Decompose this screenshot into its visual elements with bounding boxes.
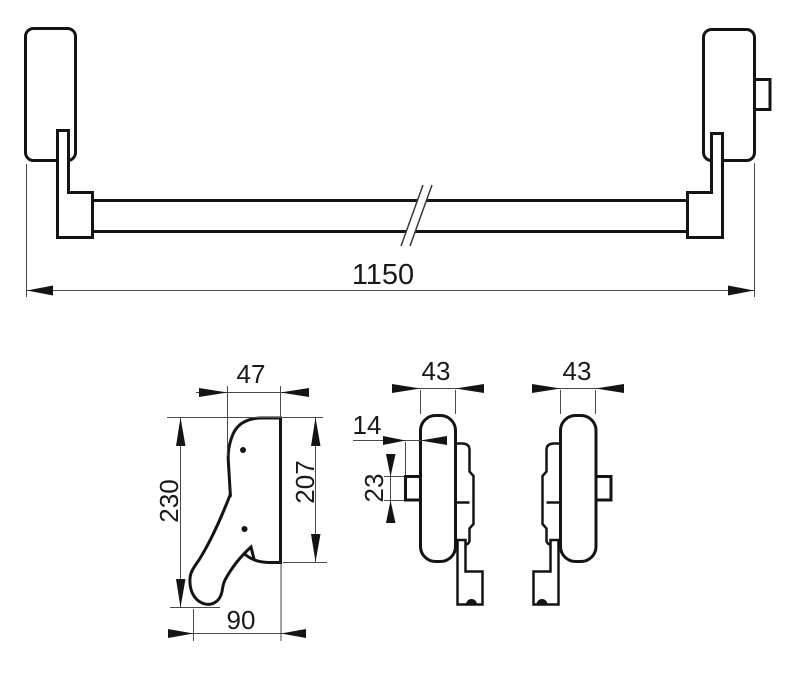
bar-break-mask [401,185,432,246]
arrowhead [532,384,561,393]
latch-bolt [752,78,772,111]
arrowhead [386,454,396,477]
arrowhead [386,500,396,523]
arrowhead [176,417,186,446]
arrowhead [383,436,406,445]
arrowhead [311,534,321,562]
right-end-cap [702,28,756,162]
bar-bracket-profile [532,538,560,606]
right-arm-bracket [686,132,724,239]
dimension-label-case-width: 43 [563,356,592,386]
dimension-label-lever-reach: 90 [227,605,256,635]
bar-bracket-profile [456,538,484,606]
arrowhead [199,388,228,397]
left-end-cap [24,27,77,162]
arrowhead [595,384,624,393]
arrowhead [455,384,484,393]
dogging-lever [188,493,256,606]
dimension-label-width: 47 [237,359,266,389]
arrowhead-left [27,285,53,296]
arrowhead [168,629,194,638]
latch-tab [404,475,422,502]
arrowhead [176,579,186,608]
bracket-foot [466,599,477,605]
arrowhead [311,417,321,446]
bracket-foot [536,599,548,605]
dimension-label-body-height: 207 [290,460,320,503]
dimension-label-latch-projection: 14 [353,410,382,440]
arrowhead [420,436,447,445]
dimension-label-total-height: 230 [154,479,184,522]
dimension-label-latch-height: 23 [359,474,389,503]
left-arm-bracket [56,129,94,239]
arrowhead [281,629,306,638]
dimension-label-case-width: 43 [422,356,451,386]
latch-tab [594,475,613,502]
arrowhead [392,384,421,393]
dimension-label-length: 1150 [352,259,414,291]
screw-hole [240,447,246,453]
arrowhead [280,388,309,397]
lever-side-view: 47 230 207 90 [154,359,327,641]
latch-case-body [419,414,457,563]
front-view: 1150 [24,27,772,297]
push-bar [91,199,689,233]
case-side-view: 43 [532,356,624,606]
bar-break-symbol [400,184,424,247]
latch-side-view: 43 14 23 [353,356,484,606]
screw-hole [241,526,248,532]
case-body [559,414,598,563]
bar-break-symbol [409,184,433,247]
arrowhead-right [728,285,754,296]
